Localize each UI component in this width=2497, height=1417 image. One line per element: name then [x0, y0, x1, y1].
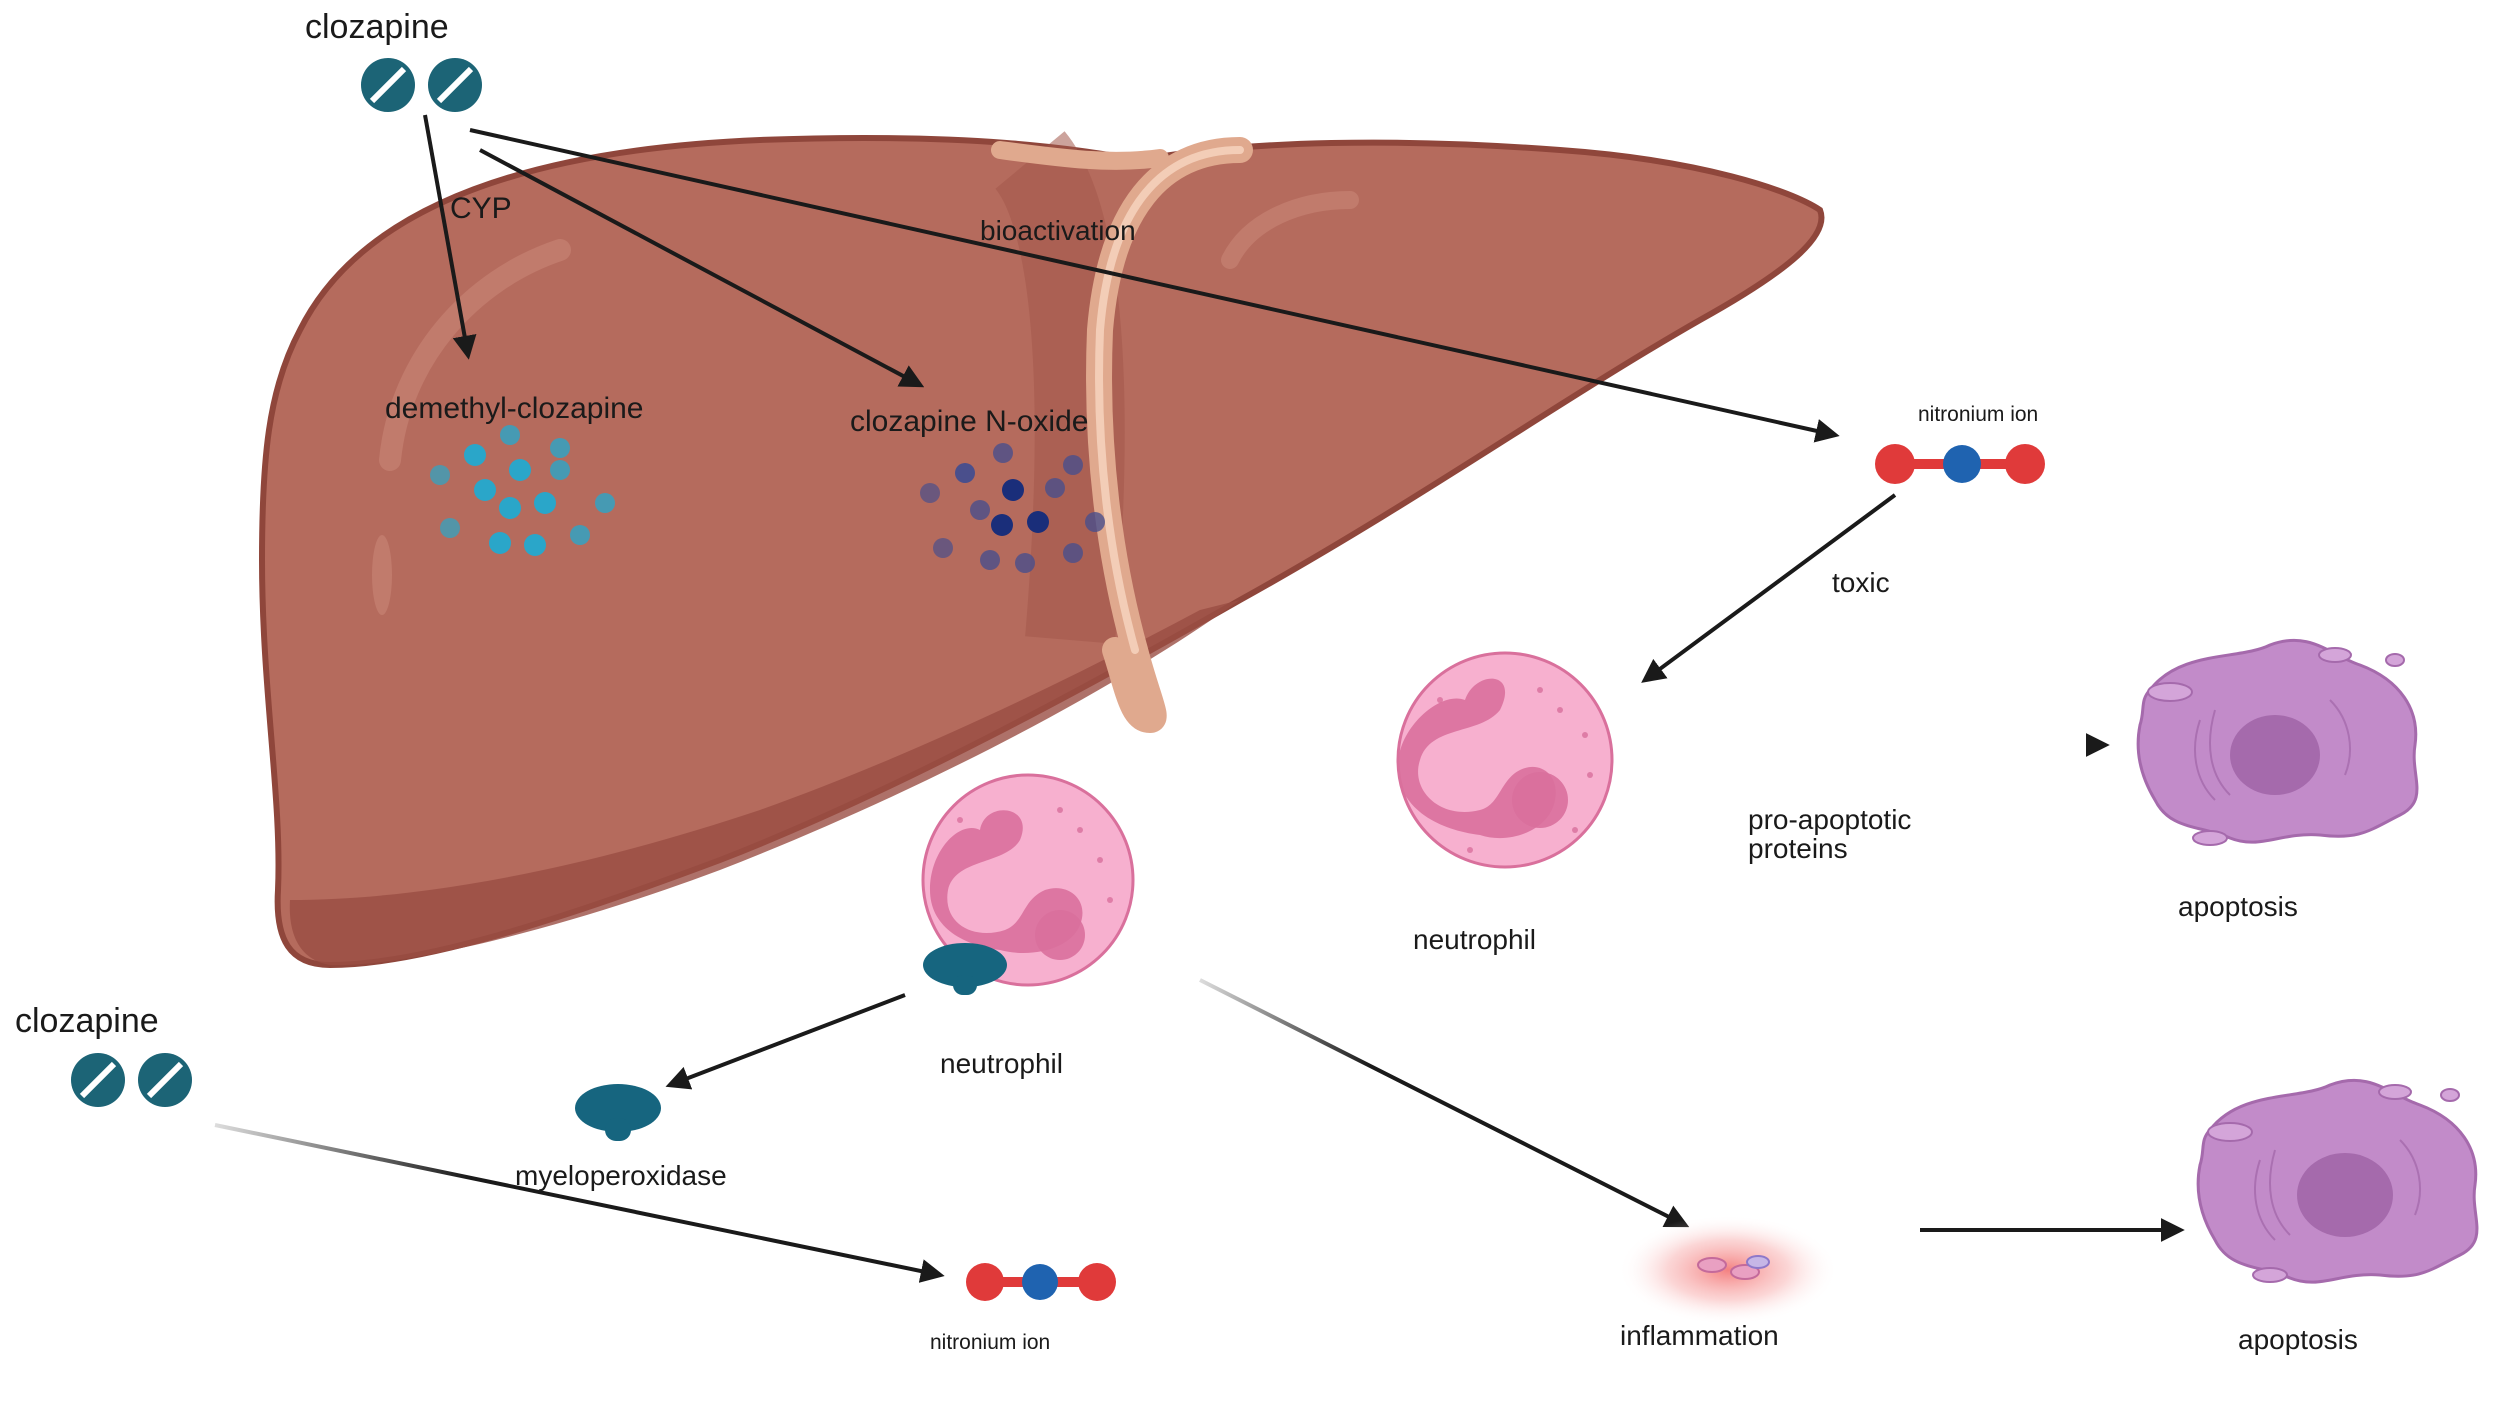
clozapine-top-label: clozapine — [305, 8, 449, 46]
clozapine-bottom-label: clozapine — [15, 1002, 159, 1040]
pro-apoptotic-label-line1: pro-apoptotic — [1748, 804, 1911, 835]
arrow-to-myeloperoxidase — [665, 993, 906, 1090]
neutrophil-cell — [921, 773, 1135, 995]
molecule-icon — [1875, 444, 2045, 484]
apoptosis-bottom-label: apoptosis — [2238, 1324, 2358, 1355]
apoptotic-cell — [2136, 638, 2419, 846]
demethyl-clozapine-dots — [430, 425, 615, 556]
apoptosis-top-label: apoptosis — [2178, 891, 2298, 922]
toxic-label: toxic — [1832, 567, 1890, 598]
neutrophil-cell — [1396, 651, 1614, 869]
arrow-to-n-oxide — [479, 148, 925, 388]
nitronium-ion-bottom-label: nitronium ion — [930, 1331, 1050, 1354]
pill-icon — [71, 1053, 125, 1107]
pro-apoptotic-label-line2: proteins — [1748, 833, 1848, 864]
cyp-label: CYP — [450, 192, 512, 225]
neutrophil-right-label: neutrophil — [1413, 924, 1536, 955]
pill-icon — [361, 58, 415, 112]
bioactivation-label: bioactivation — [980, 215, 1136, 246]
apoptotic-cell — [2196, 1078, 2479, 1284]
enzyme-icon — [575, 1084, 661, 1141]
arrows — [214, 114, 2185, 1283]
arrow-to-inflammation — [1199, 978, 1690, 1228]
clozapine-n-oxide-label: clozapine N-oxide — [850, 405, 1088, 438]
inflammation-glow — [1618, 1215, 1838, 1325]
neutrophil-center-label: neutrophil — [940, 1048, 1063, 1079]
arrow-bioactivation — [469, 128, 1840, 443]
arrow-to-demethyl — [423, 114, 477, 360]
nitronium-ion-top-label: nitronium ion — [1918, 403, 2038, 426]
inflammation-label: inflammation — [1620, 1320, 1779, 1351]
arrow-clozapine-to-nitronium — [214, 1123, 945, 1283]
clozapine-pills-top — [361, 58, 482, 112]
enzyme-icon — [923, 943, 1007, 995]
demethyl-clozapine-label: demethyl-clozapine — [385, 392, 643, 425]
pill-icon — [138, 1053, 192, 1107]
arrow-toxic — [1641, 493, 1897, 683]
myeloperoxidase-label: myeloperoxidase — [515, 1160, 727, 1191]
clozapine-pills-bottom — [71, 1053, 192, 1107]
molecule-icon — [966, 1263, 1116, 1301]
clozapine-n-oxide-dots — [920, 443, 1105, 573]
pill-icon — [428, 58, 482, 112]
